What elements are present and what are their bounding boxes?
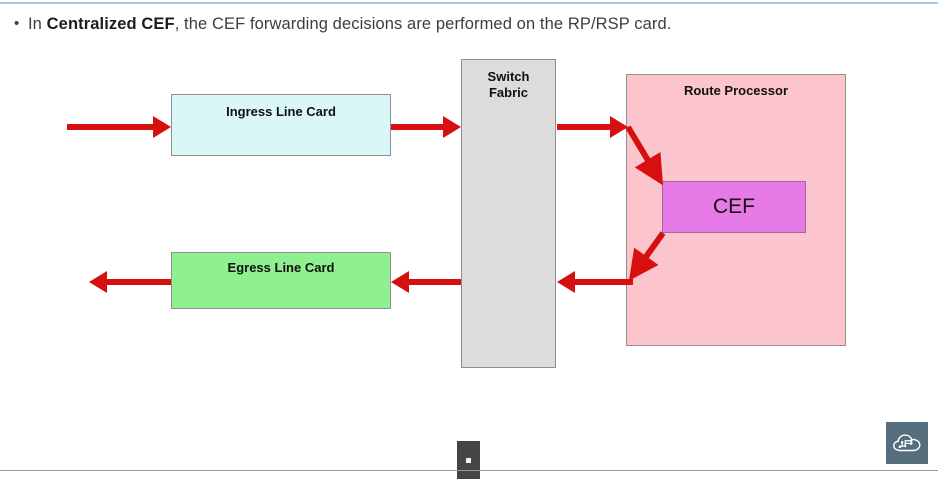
cloud-network-logo	[886, 422, 928, 464]
cef-label: CEF	[713, 195, 755, 218]
bullet-marker: •	[14, 15, 20, 32]
arrow-ingress-to-switch-shaft	[391, 124, 443, 130]
ingress-line-card-label: Ingress Line Card	[226, 104, 336, 119]
top-accent-rule	[0, 2, 938, 4]
bullet-text-bold: Centralized CEF	[46, 15, 175, 33]
switch-fabric-label-line1: Switch	[487, 69, 530, 84]
arrow-switch-to-rp-shaft	[557, 124, 610, 130]
bullet-text-after: , the CEF forwarding decisions are perfo…	[174, 15, 672, 33]
cloud-icon	[893, 434, 921, 452]
arrow-switch-to-egress-head	[391, 271, 409, 293]
arrow-rp-to-switch-shaft	[575, 279, 633, 285]
egress-line-card-box: Egress Line Card	[171, 252, 391, 309]
arrow-ingress-to-switch-head	[443, 116, 461, 138]
arrow-switch-to-egress-shaft	[409, 279, 461, 285]
bullet-text: In Centralized CEF, the CEF forwarding d…	[28, 13, 671, 35]
arrow-egress-to-external-head	[89, 271, 107, 293]
ingress-line-card-box: Ingress Line Card	[171, 94, 391, 156]
bullet-text-before: In	[28, 15, 47, 33]
bullet-line: • In Centralized CEF, the CEF forwarding…	[14, 13, 914, 35]
switch-fabric-label-line2: Fabric	[488, 85, 528, 100]
egress-line-card-label: Egress Line Card	[227, 260, 335, 275]
video-progress-marker[interactable]	[457, 441, 480, 479]
arrow-egress-to-external-shaft	[107, 279, 171, 285]
bottom-rule	[0, 470, 938, 471]
arrow-external-to-ingress-shaft	[67, 124, 153, 130]
route-processor-label: Route Processor	[683, 83, 789, 98]
progress-dot-icon	[466, 458, 471, 463]
arrow-switch-to-rp-head	[610, 116, 628, 138]
cef-box: CEF	[662, 181, 806, 233]
arrow-external-to-ingress-head	[153, 116, 171, 138]
arrow-rp-to-switch-head	[557, 271, 575, 293]
switch-fabric-box: Switch Fabric	[461, 59, 556, 368]
